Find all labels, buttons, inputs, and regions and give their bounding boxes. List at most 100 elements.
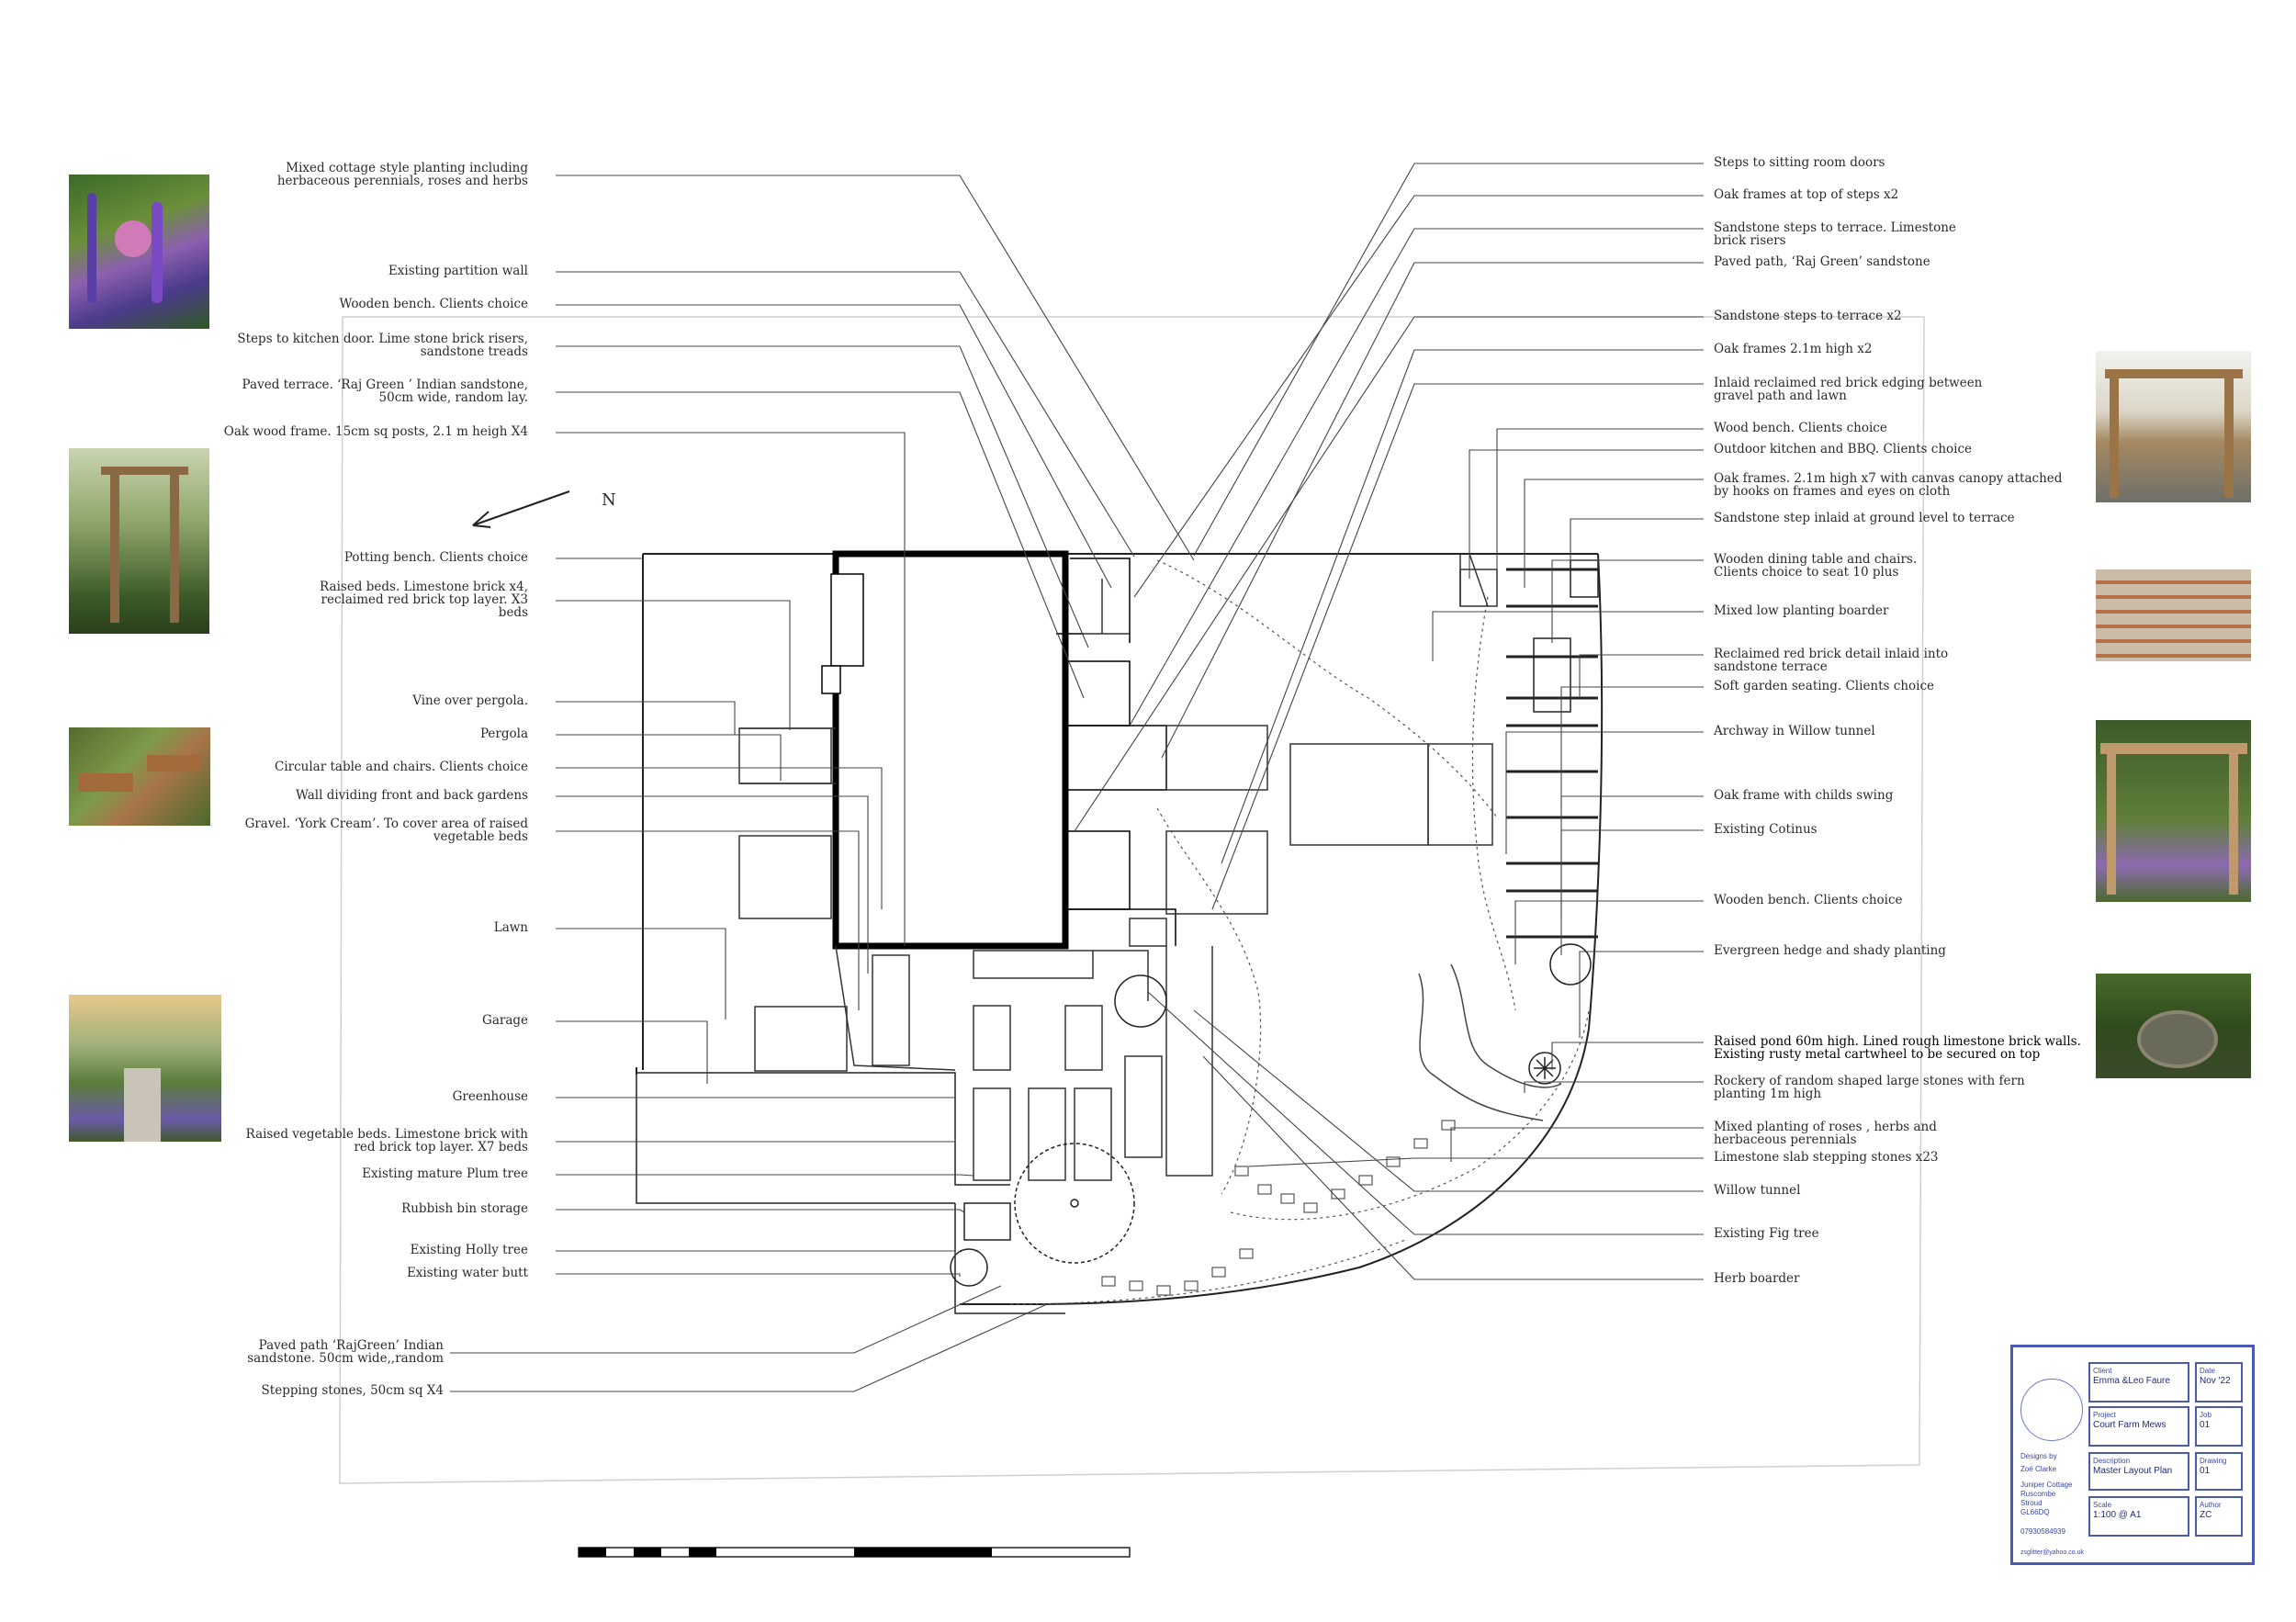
right-label-13: Reclaimed red brick detail inlaid into s… xyxy=(1714,647,1949,674)
right-label-6: Inlaid reclaimed red brick edging betwee… xyxy=(1714,376,1983,403)
scale-bar xyxy=(578,1547,1131,1558)
leader-right-25 xyxy=(1147,991,1704,1235)
left-label-18: Rubbish bin storage xyxy=(401,1201,528,1216)
leader-right-6 xyxy=(1211,383,1704,910)
leader-right-2 xyxy=(1129,228,1704,727)
right-label-26: Herb boarder xyxy=(1714,1271,1800,1286)
left-label-3: Steps to kitchen door. Lime stone brick … xyxy=(237,332,528,359)
description-label: Description xyxy=(2093,1457,2131,1465)
leader-left-1 xyxy=(556,271,1135,558)
photo-raised-beds xyxy=(69,727,210,826)
planting-boarder xyxy=(1009,559,1590,1305)
date-cell: Date Nov '22 xyxy=(2195,1362,2243,1402)
willow-tunnel xyxy=(1418,963,1562,1121)
leader-right-4 xyxy=(1074,316,1704,832)
scale-value: 1:100 @ A1 xyxy=(2093,1510,2142,1520)
right-label-21: Rockery of random shaped large stones wi… xyxy=(1714,1074,2025,1101)
designer-phone: 07930584939 xyxy=(2020,1527,2065,1536)
author-value: ZC xyxy=(2200,1510,2212,1520)
leader-left-13 xyxy=(556,928,726,1019)
left-label-22: Stepping stones, 50cm sq X4 xyxy=(261,1383,444,1398)
description-cell: Description Master Layout Plan xyxy=(2088,1452,2189,1491)
designer-name: Zoë Clarke xyxy=(2020,1465,2057,1473)
leader-left-19 xyxy=(556,1250,956,1258)
garage xyxy=(636,1072,1065,1314)
left-label-12: Gravel. ‘York Cream’. To cover area of r… xyxy=(244,817,528,844)
leader-left-2 xyxy=(556,304,1112,589)
left-label-15: Greenhouse xyxy=(452,1089,528,1104)
right-label-4: Sandstone steps to terrace x2 xyxy=(1714,309,1902,323)
leader-right-10 xyxy=(1570,518,1704,560)
vegetable-beds xyxy=(872,946,1213,1181)
left-label-11: Wall dividing front and back gardens xyxy=(296,788,528,803)
job-cell: Job 01 xyxy=(2195,1406,2243,1447)
job-label: Job xyxy=(2200,1411,2212,1419)
left-label-17: Existing mature Plum tree xyxy=(362,1166,528,1181)
north-label: N xyxy=(602,490,616,510)
leader-left-18 xyxy=(556,1209,965,1213)
leader-left-17 xyxy=(556,1174,974,1177)
leader-left-12 xyxy=(556,830,860,1010)
photo-raised-pond xyxy=(2096,974,2251,1078)
sheet-border xyxy=(339,316,1925,1484)
project-value: Court Farm Mews xyxy=(2093,1420,2167,1430)
photo-outdoor-kitchen xyxy=(2096,351,2251,502)
leader-right-18 xyxy=(1514,900,1704,964)
right-label-2: Sandstone steps to terrace. Limestone br… xyxy=(1714,220,1956,248)
leader-left-7 xyxy=(556,600,791,730)
scale-label: Scale xyxy=(2093,1501,2112,1509)
leader-right-3 xyxy=(1161,262,1704,759)
author-cell: Author ZC xyxy=(2195,1496,2243,1537)
client-value: Emma &Leo Faure xyxy=(2093,1376,2170,1386)
leader-left-3 xyxy=(556,345,1089,648)
right-label-5: Oak frames 2.1m high x2 xyxy=(1714,342,1873,356)
north-arrow-icon xyxy=(472,490,570,528)
leader-right-20 xyxy=(1551,1042,1704,1070)
job-value: 01 xyxy=(2200,1420,2211,1430)
designer-heading: Designs by xyxy=(2020,1452,2057,1460)
author-label: Author xyxy=(2200,1501,2222,1509)
designer-email: zsglitter@yahoo.co.uk xyxy=(2020,1549,2084,1556)
oak-frames xyxy=(1506,568,1598,939)
right-label-10: Sandstone step inlaid at ground level to… xyxy=(1714,511,2015,525)
leader-right-22 xyxy=(1450,1127,1704,1162)
leader-right-9 xyxy=(1524,479,1704,588)
leader-left-10 xyxy=(556,767,883,909)
raised-beds-left xyxy=(738,727,956,1072)
photo-oak-frame xyxy=(69,448,209,634)
left-label-14: Garage xyxy=(482,1013,528,1028)
leader-left-22 xyxy=(450,1303,1048,1392)
right-label-1: Oak frames at top of steps x2 xyxy=(1714,187,1899,202)
leader-left-21 xyxy=(450,1285,1002,1354)
right-label-20: Raised pond 60m high. Lined rough limest… xyxy=(1714,1034,2081,1062)
right-label-12: Mixed low planting boarder xyxy=(1714,603,1889,618)
title-block: Designs by Zoë Clarke Juniper Cottage Ru… xyxy=(2010,1345,2255,1565)
photo-childs-swing xyxy=(2096,720,2251,902)
designer-address: Juniper Cottage Ruscombe Stroud GL66DQ xyxy=(2020,1481,2073,1516)
leader-left-11 xyxy=(556,795,869,974)
leader-left-8 xyxy=(556,701,736,735)
right-label-3: Paved path, ‘Raj Green’ sandstone xyxy=(1714,254,1930,269)
right-label-7: Wood bench. Clients choice xyxy=(1714,421,1887,435)
terrace xyxy=(1084,553,1498,947)
leader-left-16 xyxy=(556,1139,956,1143)
left-label-13: Lawn xyxy=(493,920,528,935)
leader-right-16 xyxy=(1560,795,1704,918)
left-label-10: Circular table and chairs. Clients choic… xyxy=(275,760,528,774)
drawing-value: 01 xyxy=(2200,1466,2211,1476)
leader-right-26 xyxy=(1202,1055,1704,1280)
right-label-25: Existing Fig tree xyxy=(1714,1226,1819,1241)
leader-right-5 xyxy=(1221,349,1704,864)
drawing-label: Drawing xyxy=(2200,1457,2227,1465)
house xyxy=(821,550,1176,950)
stepping-stones xyxy=(1101,1120,1456,1296)
trees xyxy=(950,943,1592,1287)
right-label-23: Limestone slab stepping stones x23 xyxy=(1714,1150,1939,1165)
right-label-19: Evergreen hedge and shady planting xyxy=(1714,943,1946,958)
right-label-15: Archway in Willow tunnel xyxy=(1714,724,1875,738)
date-label: Date xyxy=(2200,1367,2215,1375)
leader-right-14 xyxy=(1560,686,1704,808)
leader-right-13 xyxy=(1579,654,1704,698)
leader-right-23 xyxy=(1248,1157,1704,1167)
right-label-16: Oak frame with childs swing xyxy=(1714,788,1894,803)
